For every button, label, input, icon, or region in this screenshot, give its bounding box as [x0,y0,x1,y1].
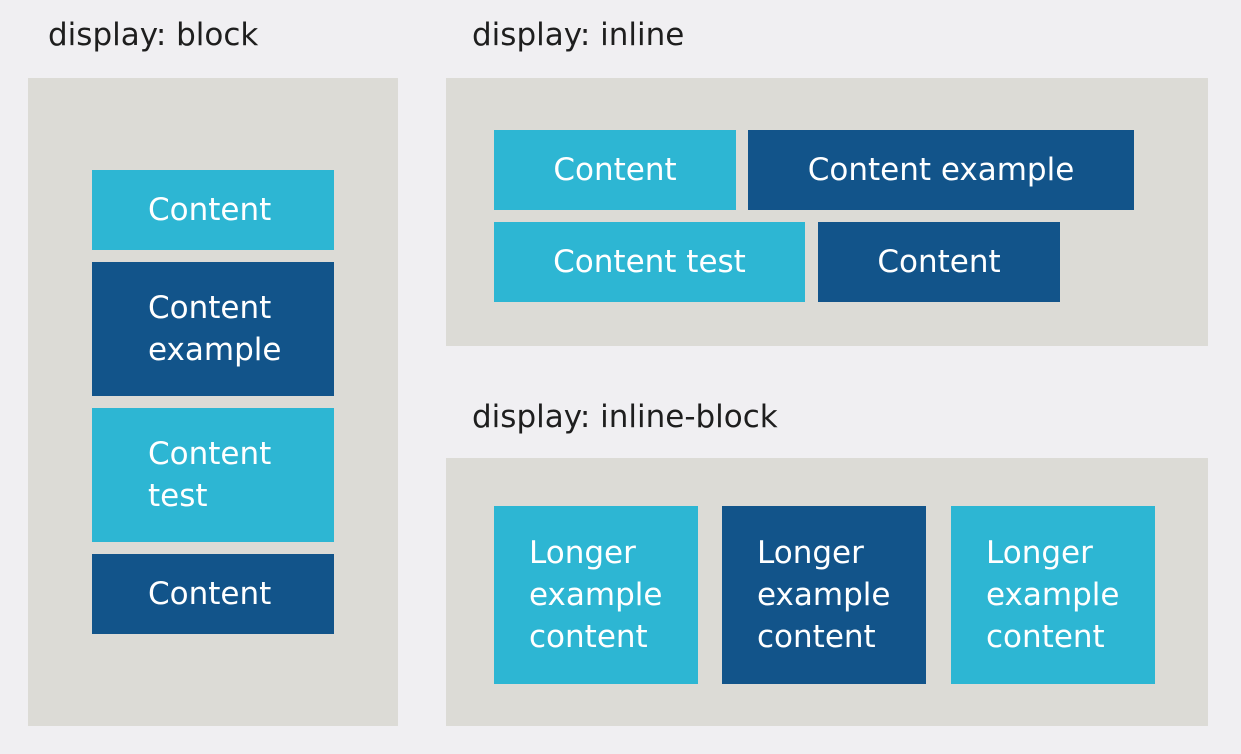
inline-item-content-example: Content example [748,130,1134,210]
heading-display-inline: display: inline [472,17,685,53]
block-item-content-example: Content example [92,262,334,396]
heading-display-inline-block: display: inline-block [472,399,778,435]
inline-item-content-test: Content test [494,222,805,302]
block-item-content-test: Content test [92,408,334,542]
block-item-content-1: Content [92,170,334,250]
inline-panel [446,78,1208,346]
inline-block-item-2: Longer example content [722,506,926,684]
inline-block-item-1: Longer example content [494,506,698,684]
inline-block-item-3: Longer example content [951,506,1155,684]
block-item-content-2: Content [92,554,334,634]
inline-item-content-1: Content [494,130,736,210]
inline-item-content-2: Content [818,222,1060,302]
heading-display-block: display: block [48,17,259,53]
